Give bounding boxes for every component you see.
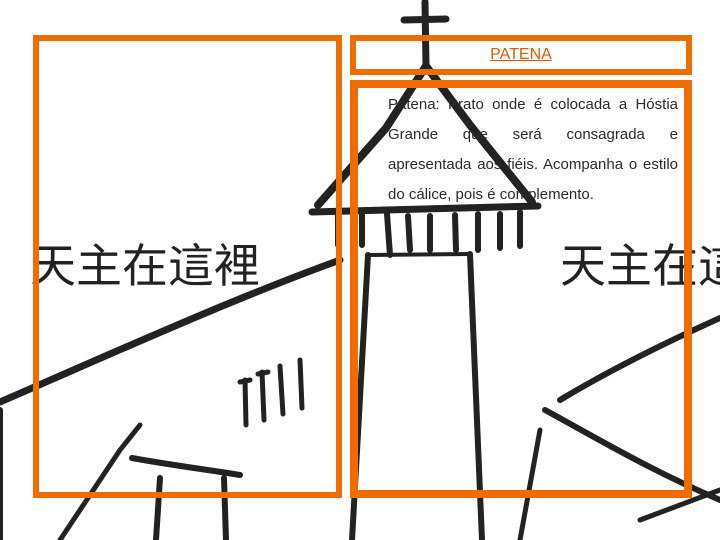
- definition-body: Prato onde é colocada a Hóstia Grande qu…: [388, 96, 678, 203]
- content-frame: [350, 80, 692, 498]
- left-image-frame: [33, 35, 342, 498]
- title-frame: [350, 35, 692, 75]
- definition-text: Patena: Prato onde é colocada a Hóstia G…: [388, 90, 678, 210]
- slide-title: PATENA: [490, 46, 552, 63]
- background-caption-left: 天主在這裡: [30, 239, 260, 293]
- cross-icon: [400, 0, 450, 70]
- content-frame-inner: [356, 86, 686, 492]
- definition-term: Patena:: [388, 96, 440, 113]
- background-caption-right: 天主在這: [560, 239, 720, 293]
